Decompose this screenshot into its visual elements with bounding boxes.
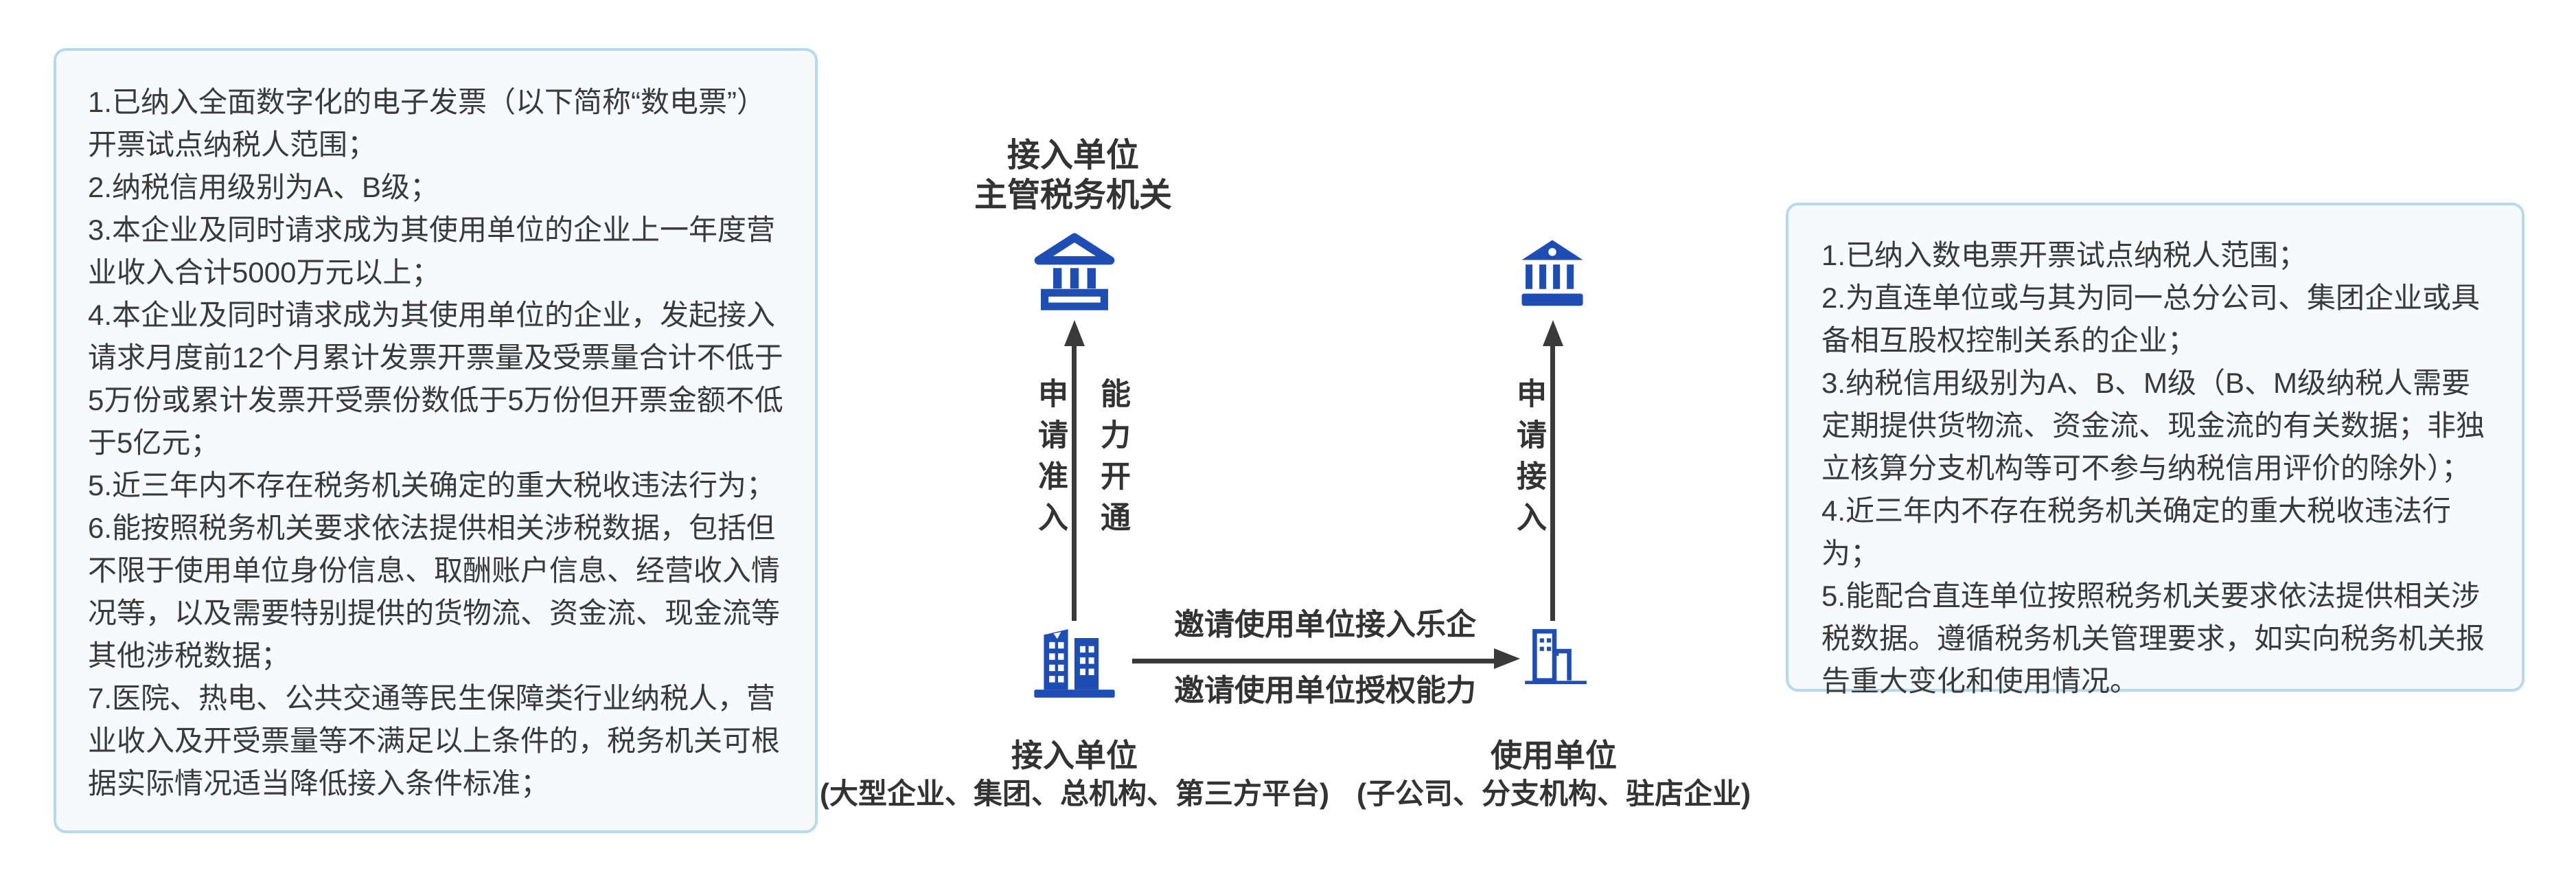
access-unit-desc: (大型企业、集团、总机构、第三方平台)	[820, 777, 1329, 810]
condition-item: 3.本企业及同时请求成为其使用单位的企业上一年度营业收入合计5000万元以上；	[88, 214, 776, 288]
capability-open-label: 能力开通	[1096, 378, 1129, 543]
condition-item: 1.已纳入全面数字化的电子发票（以下简称“数电票”）开票试点纳税人范围；	[88, 86, 766, 161]
user-unit-name: 使用单位	[1491, 738, 1617, 773]
condition-item: 4.本企业及同时请求成为其使用单位的企业，发起接入请求月度前12个月累计发票开票…	[88, 299, 783, 459]
condition-item: 2.为直连单位或与其为同一总分公司、集团企业或具备相互股权控制关系的企业；	[1821, 282, 2481, 356]
user-unit-conditions-panel: 1.已纳入数电票开票试点纳税人范围； 2.为直连单位或与其为同一总分公司、集团企…	[1786, 203, 2525, 697]
arrow-right-shaft	[1132, 659, 1496, 663]
building-outline-icon	[1525, 628, 1587, 685]
condition-item: 6.能按照税务机关要求依法提供相关涉税数据，包括但不限于使用单位身份信息、取酬账…	[88, 512, 781, 672]
invite-join-label: 邀请使用单位接入乐企	[1174, 608, 1476, 641]
arrow-up-head	[1543, 320, 1563, 346]
arrow-right-head	[1494, 648, 1520, 669]
condition-item: 1.已纳入数电票开票试点纳税人范围；	[1821, 239, 2308, 271]
arrow-up-shaft	[1550, 343, 1555, 621]
condition-item: 7.医院、热电、公共交通等民生保障类行业纳税人，营业收入及开受票量等不满足以上条…	[88, 682, 781, 799]
invite-authorize-label: 邀请使用单位授权能力	[1174, 674, 1476, 707]
condition-item: 3.纳税信用级别为A、B、M级（B、M级纳税人需要定期提供货物流、资金流、现金流…	[1821, 367, 2485, 484]
condition-item: 4.近三年内不存在税务机关确定的重大税收违法行为；	[1821, 495, 2452, 569]
access-unit-name: 接入单位	[1011, 738, 1138, 773]
condition-item: 5.能配合直连单位按照税务机关要求依法提供相关涉税数据。遵循税务机关管理要求，如…	[1821, 580, 2485, 697]
office-buildings-icon	[1034, 629, 1115, 698]
access-unit-conditions-panel: 1.已纳入全面数字化的电子发票（以下简称“数电票”）开票试点纳税人范围； 2.纳…	[54, 48, 818, 833]
bank-filled-icon	[1521, 240, 1583, 306]
apply-join-label: 申请接入	[1512, 378, 1545, 543]
user-unit-desc: (子公司、分支机构、驻店企业)	[1357, 777, 1751, 810]
condition-item: 2.纳税信用级别为A、B级；	[88, 171, 439, 203]
arrow-up-head	[1064, 320, 1085, 346]
tax-authority-title: 接入单位 主管税务机关	[867, 136, 1279, 216]
condition-item: 5.近三年内不存在税务机关确定的重大税收违法行为；	[88, 469, 776, 501]
apply-access-label: 申请准入	[1033, 378, 1067, 543]
arrow-up-shaft	[1072, 343, 1077, 621]
bank-icon	[1034, 233, 1115, 310]
tax-authority-title-line1: 接入单位	[1007, 137, 1139, 174]
tax-authority-title-line2: 主管税务机关	[974, 177, 1172, 214]
